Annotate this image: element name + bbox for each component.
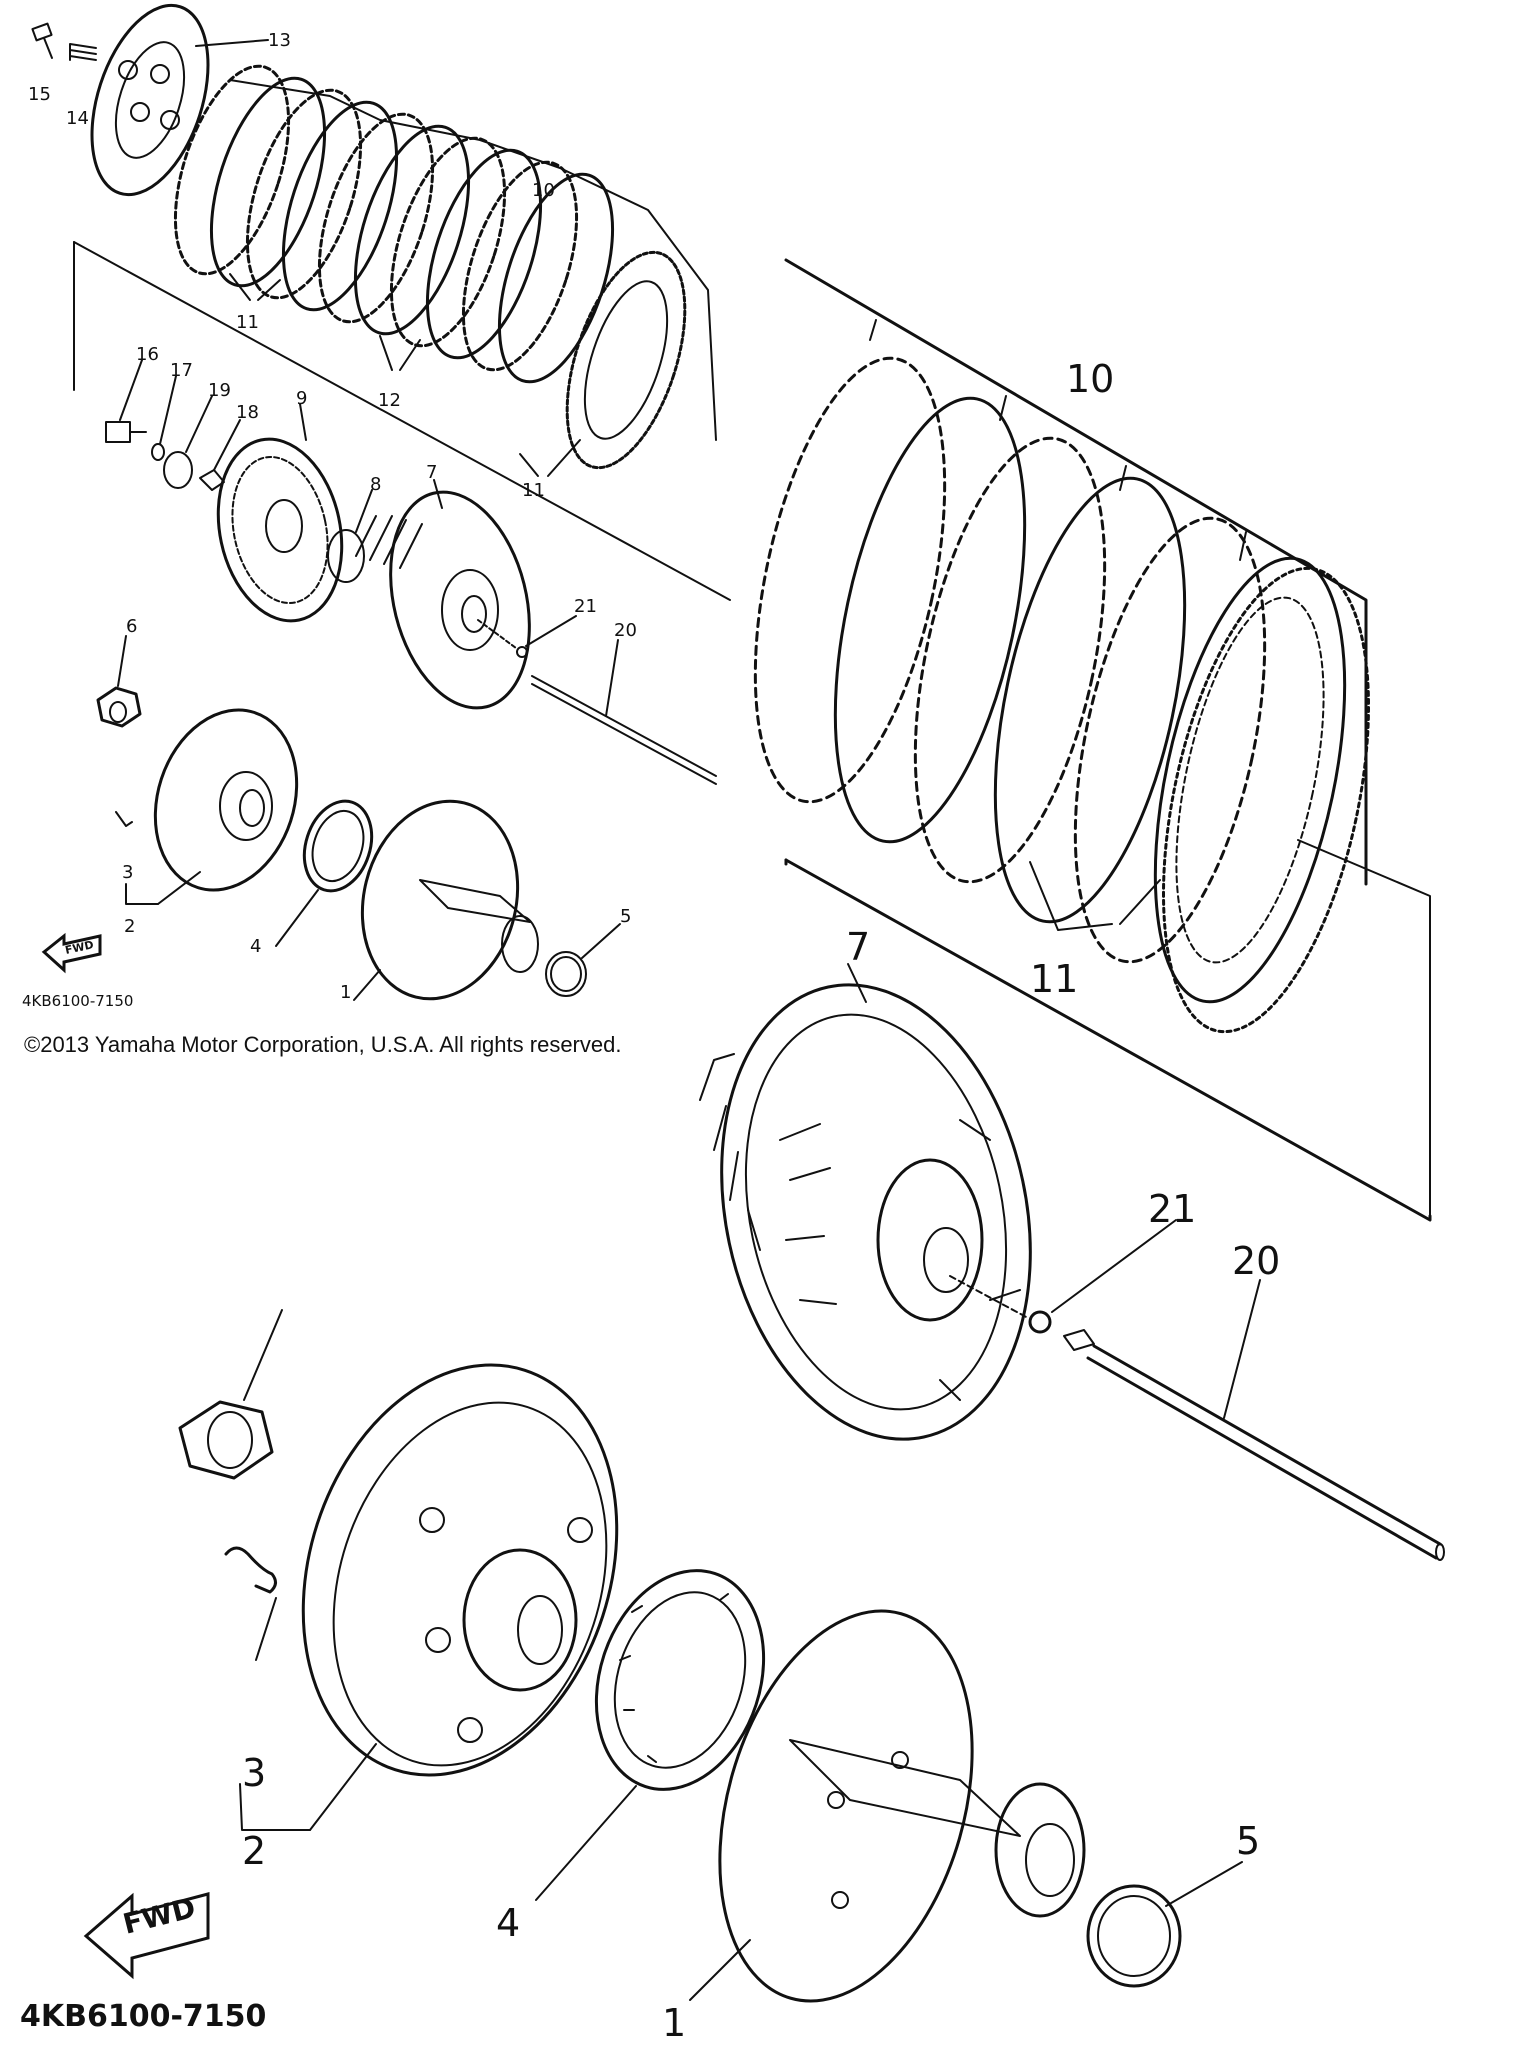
large-detail-view: FWD 10 11 7 21 20 3 2 4 5 1 4KB6100-7150 xyxy=(20,260,1444,2045)
part-4-bearing-small xyxy=(276,792,383,946)
callout-7: 7 xyxy=(426,462,437,483)
callout-4-large: 4 xyxy=(496,1901,520,1945)
callout-17: 17 xyxy=(170,360,193,381)
fwd-label-small: FWD xyxy=(64,938,95,957)
part-5-o-ring-large xyxy=(1088,1862,1242,1986)
part-7-clutch-boss-large xyxy=(681,956,1070,1468)
part-5-o-ring-small xyxy=(546,924,620,996)
part-15-bolt xyxy=(32,24,52,58)
part-1-housing-small xyxy=(342,785,538,1016)
callout-8: 8 xyxy=(370,474,381,495)
callout-10-large: 10 xyxy=(1066,357,1114,401)
callout-4: 4 xyxy=(250,936,261,957)
callout-21: 21 xyxy=(574,596,597,617)
large-callouts: 10 11 7 21 20 3 2 4 5 1 xyxy=(242,357,1280,2045)
copyright-notice: ©2013 Yamaha Motor Corporation, U.S.A. A… xyxy=(24,1032,622,1057)
callout-3-large: 3 xyxy=(242,1751,266,1795)
callout-14: 14 xyxy=(66,108,89,129)
callout-6: 6 xyxy=(126,616,137,637)
callout-3: 3 xyxy=(122,862,133,883)
callout-1: 1 xyxy=(340,982,351,1003)
callout-2: 2 xyxy=(124,916,135,937)
parts-20-21-small xyxy=(478,616,716,784)
callout-20: 20 xyxy=(614,620,637,641)
callout-9: 9 xyxy=(296,388,307,409)
callout-21-large: 21 xyxy=(1148,1187,1196,1231)
callout-13: 13 xyxy=(268,30,291,51)
part-code-small: 4KB6100-7150 xyxy=(22,992,133,1010)
part-6-nut xyxy=(98,636,140,726)
part-2-one-way-clutch-large xyxy=(226,1324,668,1830)
callout-10: 10 xyxy=(532,180,555,201)
fwd-arrow-large: FWD xyxy=(86,1891,208,1976)
part-7-clutch-boss-small xyxy=(356,477,551,722)
part-6-nut-large xyxy=(180,1310,282,1478)
part-9-gear xyxy=(202,404,358,632)
callout-1-large: 1 xyxy=(662,2001,686,2045)
callout-7-large: 7 xyxy=(846,925,870,969)
callout-5-large: 5 xyxy=(1236,1819,1260,1863)
callout-11-large: 11 xyxy=(1030,957,1078,1001)
part-1-housing-large xyxy=(677,1581,1084,2031)
callout-19: 19 xyxy=(208,380,231,401)
part-4-bearing-large xyxy=(536,1549,791,1900)
part-2-one-way-clutch-small xyxy=(116,691,319,908)
parts-16-19-fasteners xyxy=(106,360,240,490)
small-callouts: 13 15 14 10 11 12 16 17 19 18 9 8 7 11 2… xyxy=(28,30,637,1003)
callout-5: 5 xyxy=(620,906,631,927)
small-exploded-view: FWD 13 15 14 10 11 12 16 17 19 18 9 8 7 … xyxy=(22,0,730,1016)
clutch-plates-small xyxy=(153,52,708,482)
part-14-spring xyxy=(70,44,96,60)
parts-20-21-large xyxy=(950,1220,1444,1560)
part-8-washer xyxy=(328,490,372,582)
callout-16: 16 xyxy=(136,344,159,365)
fwd-arrow-small: FWD xyxy=(44,936,100,970)
clutch-plates-large xyxy=(721,341,1405,1049)
callout-15: 15 xyxy=(28,84,51,105)
part-code-large: 4KB6100-7150 xyxy=(20,1999,266,2034)
part-13-pressure-plate xyxy=(70,0,229,209)
callout-20-large: 20 xyxy=(1232,1239,1280,1283)
callout-2-large: 2 xyxy=(242,1829,266,1873)
callout-12: 12 xyxy=(378,390,401,411)
callout-11b: 11 xyxy=(522,480,545,501)
callout-18: 18 xyxy=(236,402,259,423)
callout-11: 11 xyxy=(236,312,259,333)
